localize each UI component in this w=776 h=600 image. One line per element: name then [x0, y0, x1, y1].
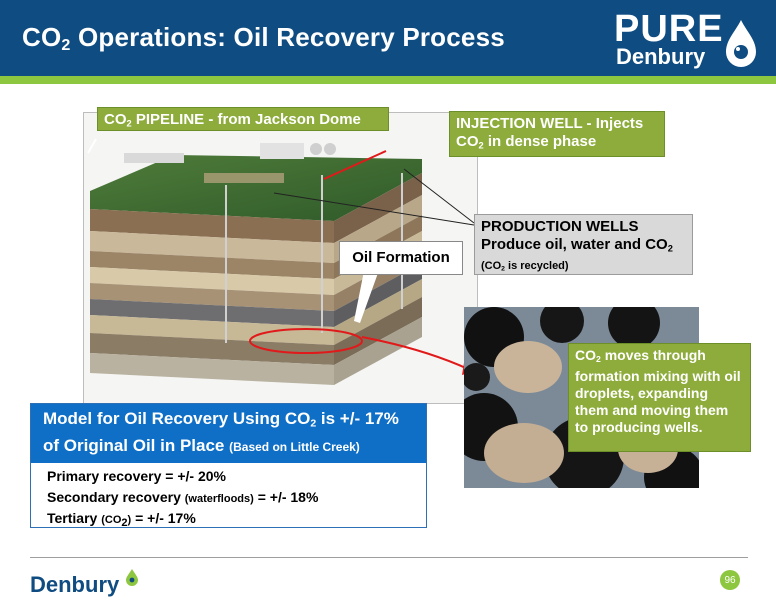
co2-movement-callout: CO2 moves through formation mixing with …	[568, 343, 751, 452]
recovery-model-box: Model for Oil Recovery Using CO2 is +/- …	[30, 403, 427, 528]
production-note-a: (CO	[481, 260, 502, 273]
production-wells-callout: PRODUCTION WELLS Produce oil, water and …	[474, 214, 693, 275]
oil-formation-label: Oil Formation	[339, 241, 463, 275]
footer-droplet-icon	[126, 569, 139, 586]
logo-denbury-text: Denbury	[616, 44, 706, 69]
production-line2: Produce oil, water and CO2	[481, 236, 686, 257]
model-head-b: is +/- 17%	[316, 409, 399, 428]
tertiary-recovery-line: Tertiary (CO2) = +/- 17%	[47, 510, 426, 529]
pure-denbury-logo: PURE Denbury	[614, 8, 764, 70]
tertiary-text-b: = +/- 17%	[131, 509, 196, 526]
logo-pure-text: PURE	[614, 8, 724, 50]
tertiary-text-a: Tertiary	[47, 509, 102, 526]
production-text-a: Produce oil, water and CO	[481, 236, 668, 253]
injection-line2: CO2 in dense phase	[456, 133, 658, 154]
pipeline-pointer	[87, 138, 97, 154]
footer-logo-text: Denbury	[30, 572, 120, 597]
model-head-note: (Based on Little Creek)	[229, 439, 360, 454]
footer-divider	[30, 557, 748, 558]
injection-line1: INJECTION WELL - Injects	[456, 115, 644, 132]
surface-facilities	[124, 143, 336, 183]
pipeline-callout: CO2 PIPELINE - from Jackson Dome	[97, 107, 389, 131]
pipeline-text-b: PIPELINE - from Jackson Dome	[131, 111, 361, 128]
primary-recovery-line: Primary recovery = +/- 20%	[47, 467, 227, 484]
reservoir-diagram	[87, 138, 476, 385]
tertiary-note-b: )	[127, 513, 132, 526]
model-head-c: of Original Oil in Place	[43, 435, 230, 455]
page-number-badge: 96	[720, 570, 740, 590]
title-subscript: 2	[61, 36, 71, 55]
footer-denbury-logo: Denbury	[30, 568, 139, 598]
injection-well-callout: INJECTION WELL - Injects CO2 in dense ph…	[449, 111, 665, 157]
header-accent-stripe	[0, 76, 776, 84]
secondary-recovery-line: Secondary recovery (waterfloods) = +/- 1…	[47, 489, 426, 505]
micro-subscript: 2	[596, 354, 601, 365]
title-text-a: CO	[22, 22, 62, 52]
droplet-logo-icon	[726, 20, 756, 67]
production-note-subscript: 2	[501, 266, 505, 274]
production-subscript: 2	[667, 243, 673, 254]
title-text-b: Operations: Oil Recovery Process	[70, 22, 505, 52]
model-head-a: Model for Oil Recovery Using CO	[43, 409, 311, 428]
tertiary-note-subscript: 2	[121, 516, 128, 529]
production-line3: (CO2 is recycled)	[481, 257, 686, 279]
production-line1: PRODUCTION WELLS	[481, 218, 639, 235]
micro-text-a: CO	[575, 347, 596, 363]
tertiary-note-a: (CO	[101, 513, 122, 526]
oil-formation-highlight	[249, 328, 363, 354]
secondary-text-a: Secondary recovery	[47, 488, 185, 505]
secondary-text-b: = +/- 18%	[253, 488, 319, 505]
oil-formation-pointer	[354, 271, 378, 323]
production-note-b: is recycled)	[504, 260, 569, 273]
recovery-model-heading: Model for Oil Recovery Using CO2 is +/- …	[31, 404, 426, 463]
zoom-arrow	[361, 336, 469, 370]
slide-title: CO2 Operations: Oil Recovery Process	[22, 22, 505, 55]
pipeline-text-a: CO	[104, 111, 127, 128]
model-head-subscript: 2	[310, 417, 317, 430]
rock-strata-front	[90, 209, 334, 385]
injection-text-b: CO	[456, 133, 479, 150]
micro-text-b: moves through formation mixing with oil …	[575, 347, 741, 436]
injection-pointer	[323, 150, 387, 180]
secondary-note: (waterfloods)	[184, 492, 254, 505]
injection-text-c: in dense phase	[483, 133, 597, 150]
production-pointer-b	[273, 192, 475, 226]
header-bar: CO2 Operations: Oil Recovery Process PUR…	[0, 0, 776, 76]
pipeline-subscript: 2	[126, 118, 132, 129]
injection-subscript: 2	[478, 140, 484, 151]
production-pointer-a	[403, 168, 475, 224]
